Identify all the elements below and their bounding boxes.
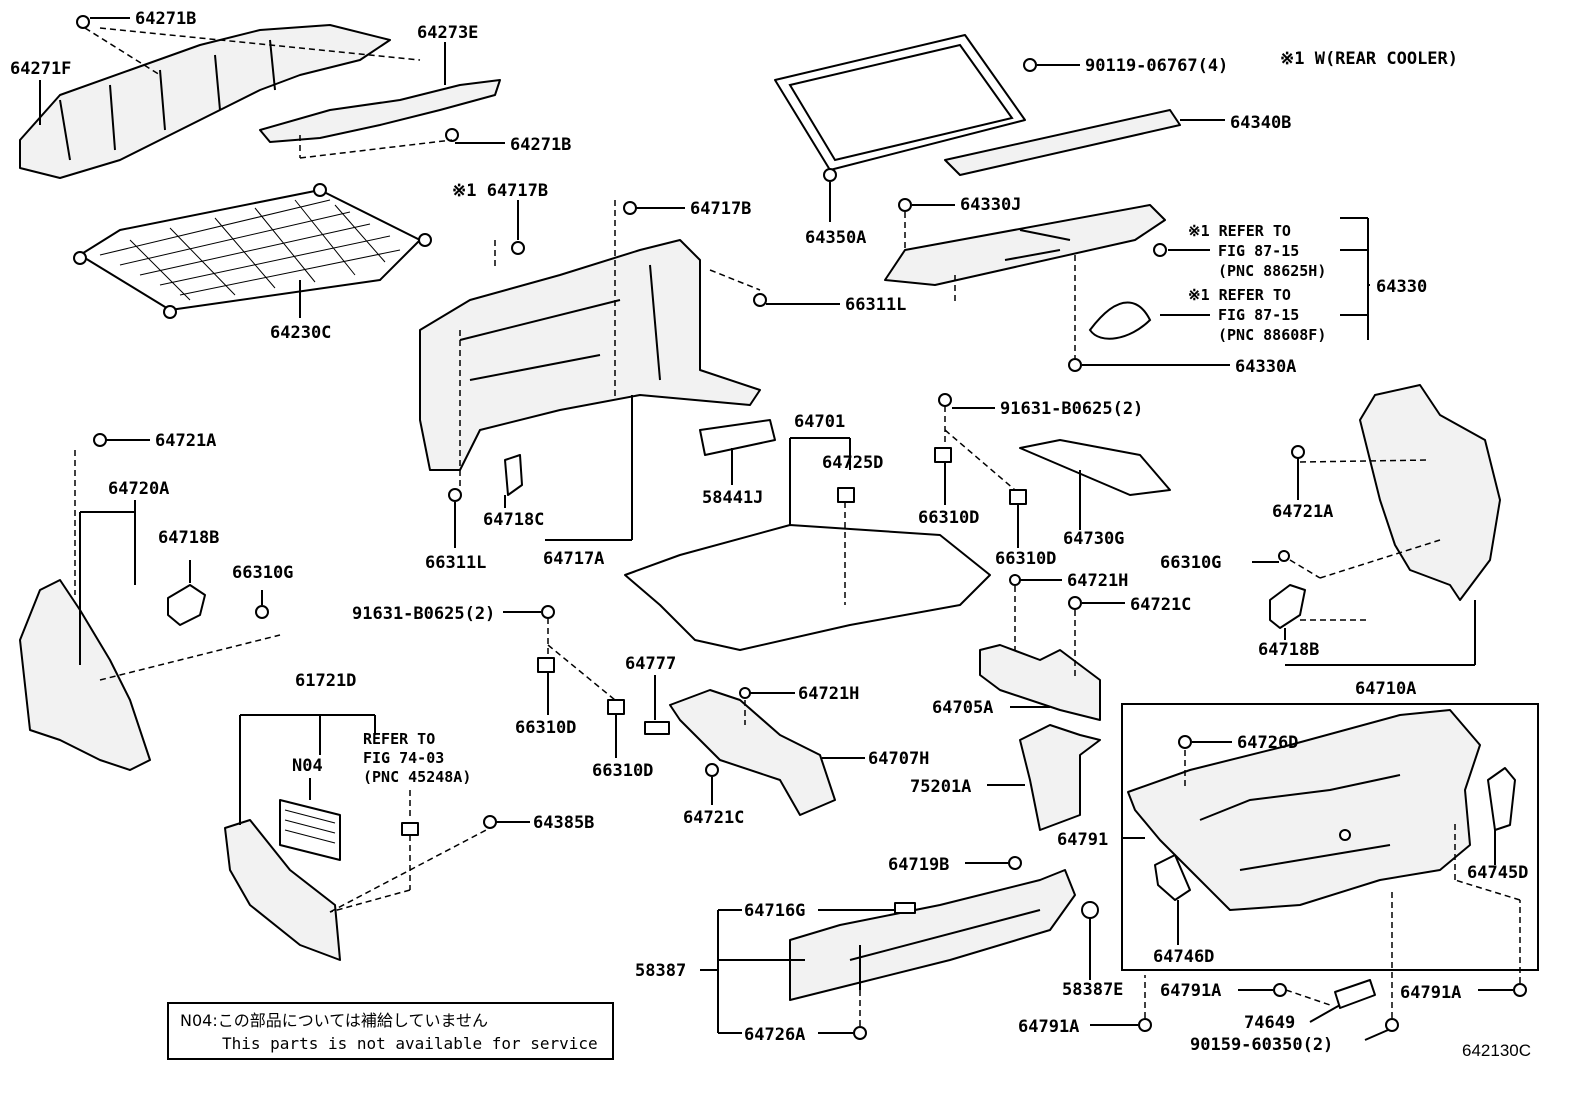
label-64717B: 64717B — [690, 199, 751, 219]
part-64701-floor-mat — [624, 437, 991, 651]
part-58387-scuff-plate — [700, 856, 1099, 1040]
header-note: ※1 W(REAR COOLER) — [1280, 49, 1458, 69]
label-64721A-b: 64721A — [1272, 502, 1333, 522]
part-64710A-right-trim — [1252, 384, 1501, 666]
part-64705A-duct — [979, 574, 1125, 831]
refer-note-2-line3: (PNC 88608F) — [1218, 326, 1326, 344]
label-64721H-a: 64721H — [1067, 571, 1128, 591]
label-75201A: 75201A — [910, 777, 971, 797]
figure-code: 642130C — [1462, 1041, 1531, 1060]
label-74649: 74649 — [1244, 1013, 1295, 1033]
refer-note-3-line1: REFER TO — [363, 730, 435, 748]
label-66311L-a: 66311L — [845, 295, 906, 315]
part-64791-back-panel — [1121, 703, 1539, 971]
label-66310D-d: 66310D — [592, 761, 653, 781]
label-64721C-a: 64721C — [1130, 595, 1191, 615]
label-64725D: 64725D — [822, 453, 883, 473]
label-64746D: 64746D — [1153, 947, 1214, 967]
part-64340B-tonneau — [774, 34, 1225, 222]
part-64707H-bracket — [503, 605, 865, 816]
part-61721D-box — [224, 714, 530, 961]
label-64745D: 64745D — [1467, 863, 1528, 883]
label-64719B: 64719B — [888, 855, 949, 875]
footnote-box — [167, 1002, 614, 1060]
label-64701: 64701 — [794, 412, 845, 432]
label-58441J: 58441J — [702, 488, 763, 508]
label-64720A: 64720A — [108, 479, 169, 499]
part-64271F-panel — [19, 15, 505, 179]
label-64718C: 64718C — [483, 510, 544, 530]
label-64717B-x: ※1 64717B — [452, 181, 548, 201]
label-64330J: 64330J — [960, 195, 1021, 215]
footnote-en: This parts is not available for service — [222, 1034, 598, 1053]
label-64721C-b: 64721C — [683, 808, 744, 828]
label-64230C: 64230C — [270, 323, 331, 343]
label-64330A: 64330A — [1235, 357, 1296, 377]
label-64791A-a: 64791A — [1160, 981, 1221, 1001]
label-64726A: 64726A — [744, 1025, 805, 1045]
label-64385B: 64385B — [533, 813, 594, 833]
label-64717A: 64717A — [543, 549, 604, 569]
refer-note-1-line1: ※1 REFER TO — [1188, 222, 1291, 240]
label-58387: 58387 — [635, 961, 686, 981]
label-64350A: 64350A — [805, 228, 866, 248]
part-64230C-net — [73, 183, 432, 319]
label-64721H-b: 64721H — [798, 684, 859, 704]
label-90119: 90119-06767(4) — [1085, 56, 1228, 76]
refer-note-3-line2: FIG 74-03 — [363, 749, 444, 767]
label-64716G: 64716G — [744, 901, 805, 921]
refer-note-1-line3: (PNC 88625H) — [1218, 262, 1326, 280]
label-64718B-a: 64718B — [158, 528, 219, 548]
label-64791A-b: 64791A — [1018, 1017, 1079, 1037]
part-64330-rear-panel — [884, 198, 1370, 372]
label-90159: 90159-60350(2) — [1190, 1035, 1333, 1055]
label-64791A-c: 64791A — [1400, 983, 1461, 1003]
label-64730G: 64730G — [1063, 529, 1124, 549]
label-64705A: 64705A — [932, 698, 993, 718]
label-66310G-b: 66310G — [1160, 553, 1221, 573]
part-64720A-left-trim — [19, 433, 281, 771]
refer-note-2-line1: ※1 REFER TO — [1188, 286, 1291, 304]
refer-note-1-line2: FIG 87-15 — [1218, 242, 1299, 260]
label-91631-a: 91631-B0625(2) — [1000, 399, 1143, 419]
label-64791: 64791 — [1057, 830, 1108, 850]
label-N04: N04 — [292, 756, 323, 776]
label-66310D-a: 66310D — [918, 508, 979, 528]
label-64271B-b: 64271B — [510, 135, 571, 155]
label-64271B-a: 64271B — [135, 9, 196, 29]
label-64707H: 64707H — [868, 749, 929, 769]
part-64717A-side-trim — [419, 200, 840, 548]
label-64273E: 64273E — [417, 23, 478, 43]
label-64271F: 64271F — [10, 59, 71, 79]
refer-note-2-line2: FIG 87-15 — [1218, 306, 1299, 324]
label-64340B: 64340B — [1230, 113, 1291, 133]
label-64777: 64777 — [625, 654, 676, 674]
label-64718B-b: 64718B — [1258, 640, 1319, 660]
label-64721A-a: 64721A — [155, 431, 216, 451]
footnote-jp: N04:この部品については補給していません — [180, 1011, 488, 1030]
label-66310G-a: 66310G — [232, 563, 293, 583]
label-64726D: 64726D — [1237, 733, 1298, 753]
label-66310D-c: 66310D — [515, 718, 576, 738]
bottom-fasteners — [1090, 820, 1527, 1041]
label-61721D: 61721D — [295, 671, 356, 691]
label-58387E: 58387E — [1062, 980, 1123, 1000]
label-64710A: 64710A — [1355, 679, 1416, 699]
refer-note-3-line3: (PNC 45248A) — [363, 768, 471, 786]
label-66311L-b: 66311L — [425, 553, 486, 573]
part-64730G-cover — [934, 393, 1171, 548]
label-66310D-b: 66310D — [995, 549, 1056, 569]
label-91631-b: 91631-B0625(2) — [352, 604, 495, 624]
label-64330: 64330 — [1376, 277, 1427, 297]
